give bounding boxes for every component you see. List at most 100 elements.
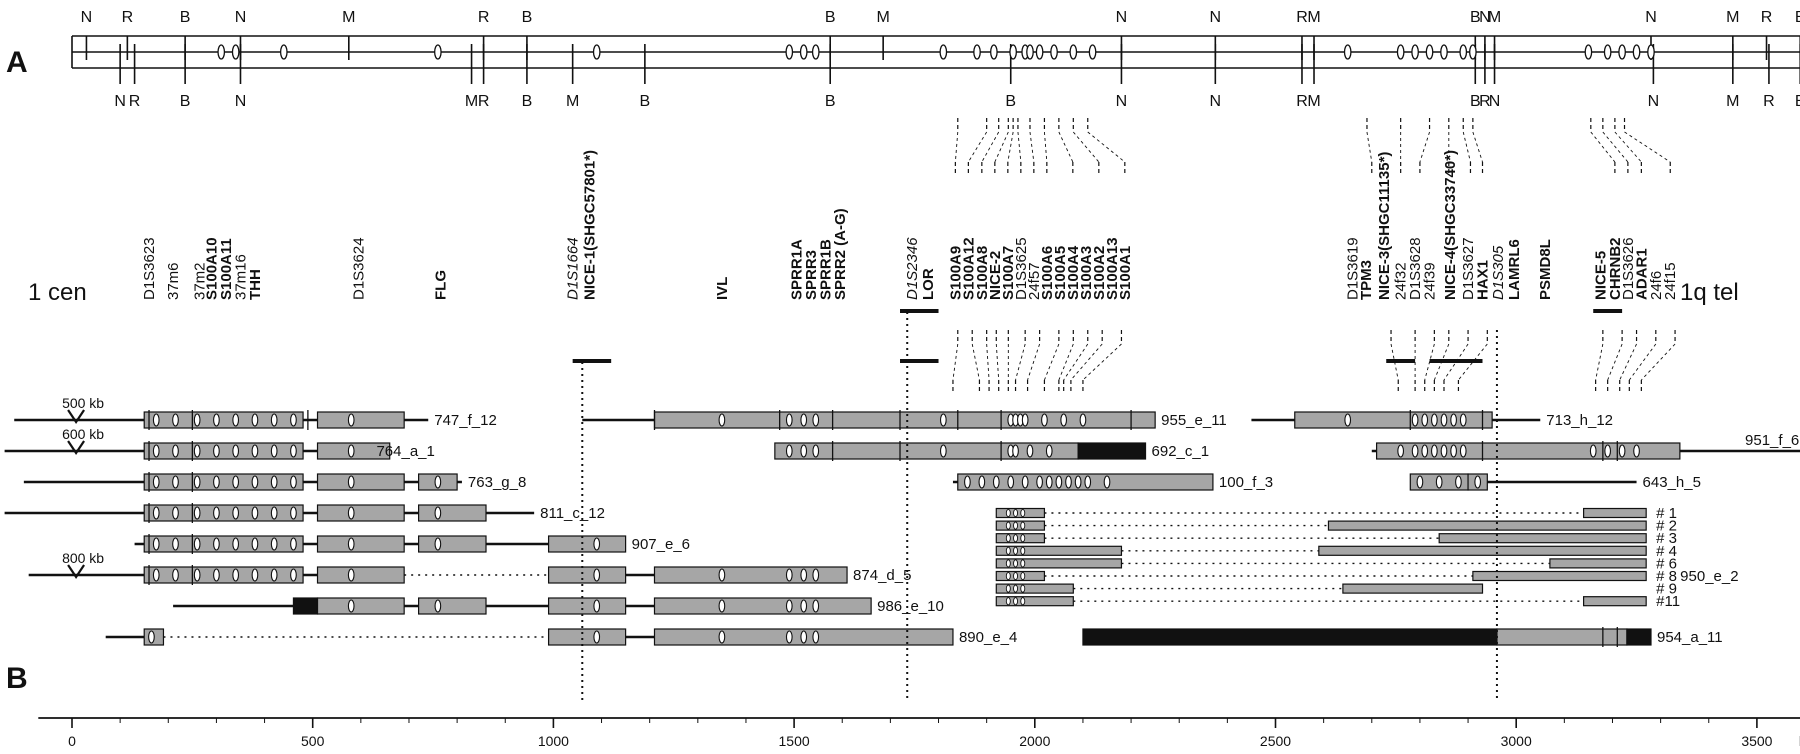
- clone-segment: [292, 597, 319, 615]
- marker-locus: [217, 44, 226, 60]
- connector: [1044, 343, 1060, 381]
- site-label: R: [1296, 9, 1308, 26]
- clone-marker: [1079, 413, 1087, 427]
- site-label: B: [1005, 93, 1016, 110]
- site-label: M: [1307, 9, 1320, 26]
- clone-segment: [1318, 545, 1647, 556]
- subclone-marker: [1013, 571, 1018, 581]
- site-label: N: [114, 93, 126, 110]
- marker-label: D1S2346: [904, 237, 921, 300]
- clone-marker: [172, 537, 179, 551]
- clone-marker: [1459, 413, 1467, 427]
- marker-label: TPM3: [1358, 260, 1375, 300]
- clone-marker: [1084, 475, 1092, 489]
- axis-tick-label: 3000: [1501, 733, 1532, 749]
- marker-locus: [279, 44, 288, 60]
- marker-label: D1S305: [1490, 245, 1507, 300]
- clone-marker: [718, 568, 726, 582]
- marker-locus: [939, 44, 948, 60]
- subclone-label: # 6: [1656, 555, 1677, 572]
- clone-segment: [1626, 628, 1652, 646]
- site-label: M: [1726, 9, 1739, 26]
- connector: [967, 131, 988, 163]
- subclone-marker: [1005, 597, 1011, 606]
- site-label: N: [1489, 93, 1501, 110]
- marker-label: 24f39: [1422, 262, 1439, 300]
- marker-label: S100A7: [1000, 246, 1017, 300]
- clone-marker: [152, 413, 160, 427]
- clone-marker: [1421, 444, 1429, 458]
- marker-locus: [1396, 44, 1405, 60]
- clone-marker: [978, 475, 986, 489]
- clone-marker: [193, 475, 201, 489]
- clone-marker: [434, 599, 442, 613]
- marker-locus: [811, 44, 820, 60]
- marker-label: NICE-4(SHGC33740*): [1442, 150, 1459, 300]
- clone-marker: [593, 537, 601, 551]
- marker-label: NICE-5: [1592, 251, 1609, 300]
- clone-segment: [653, 566, 848, 584]
- clone-marker: [1440, 444, 1448, 458]
- axis-tick-label: 1500: [779, 733, 810, 749]
- site-label: B: [825, 9, 836, 26]
- subclone-label: # 4: [1656, 543, 1677, 560]
- clone-marker: [1012, 444, 1019, 458]
- axis-unit: kb: [1799, 733, 1800, 749]
- connector: [1072, 131, 1100, 163]
- connector: [971, 343, 980, 381]
- centromere-label: 1 cen: [28, 279, 87, 306]
- clone-segment: [1077, 442, 1147, 460]
- marker-label: 37m16: [232, 254, 249, 300]
- clone-segment: [143, 442, 304, 460]
- marker-locus: [1440, 44, 1448, 60]
- marker-label: SPRR1A: [789, 239, 806, 300]
- clone-986_e_10: 986_e_10: [173, 597, 944, 615]
- marker-locus: [1343, 44, 1352, 60]
- clone-marker: [812, 568, 820, 582]
- clone-marker: [1474, 475, 1482, 489]
- clone-marker: [172, 475, 179, 489]
- clone-950_e_2-subclones: # 1# 2# 3# 4# 6# 8# 9#11: [995, 505, 1680, 610]
- clone-marker: [213, 444, 220, 458]
- subclone-marker: [1005, 508, 1011, 518]
- marker-label: ADAR1: [1633, 248, 1650, 300]
- clone-marker: [800, 630, 808, 644]
- clone-marker: [593, 599, 601, 613]
- clone-marker: [434, 506, 442, 520]
- clone-marker: [1450, 413, 1457, 427]
- subclone-label: # 8: [1656, 568, 1677, 585]
- marker-label: SPRR3: [803, 250, 820, 300]
- clone-marker: [290, 444, 297, 458]
- subclone-marker: [1005, 534, 1011, 543]
- clone-name: 643_h_5: [1643, 474, 1701, 491]
- marker-label: S100A9: [947, 246, 964, 300]
- reference-dotted-lines: [581, 312, 1498, 702]
- clone-segment: [418, 597, 487, 615]
- clone-marker: [1021, 413, 1029, 427]
- clone-marker: [1450, 444, 1457, 458]
- clone-marker: [800, 413, 808, 427]
- clone-marker: [290, 506, 297, 520]
- clone-890_e_4: 890_e_4: [105, 628, 1017, 646]
- locus-bar: [900, 309, 939, 313]
- subclone-marker: [1005, 584, 1011, 593]
- clone-marker: [251, 568, 259, 582]
- clone-marker: [152, 506, 160, 520]
- clone-marker: [812, 630, 820, 644]
- connector: [1641, 343, 1676, 381]
- marker-locus: [799, 44, 808, 60]
- subclone-marker: [1013, 546, 1018, 555]
- subclone-marker: [1005, 546, 1011, 555]
- kb-axis: 0500100015002000250030003500kb: [38, 717, 1800, 749]
- clone-marker: [213, 537, 220, 551]
- clone-segment: [143, 535, 304, 553]
- marker-locus: [434, 44, 442, 60]
- clone-segment: [418, 504, 487, 522]
- site-label: B: [180, 9, 191, 26]
- clone-segment: [1438, 533, 1647, 544]
- marker-locus: [1009, 44, 1017, 60]
- clone-segment: [1582, 596, 1647, 607]
- marker-locus: [231, 44, 240, 60]
- clone-marker: [1036, 475, 1043, 489]
